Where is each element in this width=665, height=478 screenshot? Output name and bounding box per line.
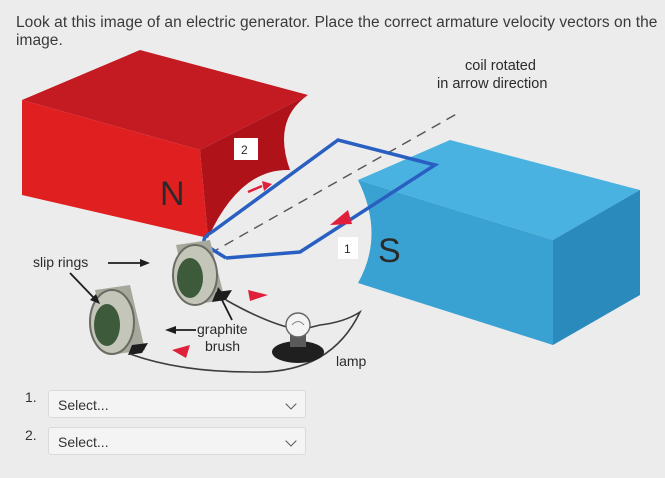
marker-2: 2 bbox=[241, 143, 248, 157]
slip-rings-label: slip rings bbox=[33, 254, 88, 270]
brush-pointers bbox=[165, 287, 233, 334]
lamp-label: lamp bbox=[336, 353, 367, 369]
chevron-down-icon bbox=[285, 398, 297, 410]
graphite-brush-front bbox=[128, 343, 148, 355]
south-magnet-pole-face bbox=[358, 180, 553, 345]
north-magnet-pole-face bbox=[200, 95, 308, 238]
question-text: Look at this image of an electric genera… bbox=[16, 14, 658, 49]
marker-1-box bbox=[338, 237, 358, 259]
coil-label-line2: in arrow direction bbox=[437, 76, 547, 92]
lamp bbox=[272, 312, 324, 363]
coil-label-line1: coil rotated bbox=[465, 58, 536, 74]
answer-2-number: 2. bbox=[25, 427, 37, 443]
slip-ring-front bbox=[89, 285, 145, 355]
answer-2-select[interactable]: Select... bbox=[48, 427, 306, 455]
answer-2-select-value: Select... bbox=[58, 434, 109, 450]
velocity-arrow-4[interactable] bbox=[172, 345, 190, 358]
north-pole-label: N bbox=[160, 175, 185, 213]
north-magnet-front bbox=[22, 100, 208, 238]
answer-1-number: 1. bbox=[25, 389, 37, 405]
answer-1-select[interactable]: Select... bbox=[48, 390, 306, 418]
chevron-down-icon bbox=[285, 435, 297, 447]
north-magnet bbox=[22, 50, 308, 238]
brush-label-line1: graphite bbox=[197, 321, 248, 337]
brush-label-line2: brush bbox=[205, 338, 240, 354]
slip-ring-back bbox=[172, 240, 225, 306]
velocity-arrow-3[interactable] bbox=[248, 290, 268, 301]
south-magnet-front bbox=[553, 190, 640, 345]
answer-1-select-value: Select... bbox=[58, 397, 109, 413]
velocity-arrow-2[interactable] bbox=[330, 210, 352, 225]
south-pole-label: S bbox=[378, 232, 401, 270]
velocity-arrow-1[interactable] bbox=[247, 181, 272, 194]
marker-1: 1 bbox=[344, 242, 351, 256]
slip-rings-pointer bbox=[69, 259, 150, 304]
marker-2-box bbox=[234, 138, 258, 160]
north-magnet-top bbox=[22, 50, 308, 150]
